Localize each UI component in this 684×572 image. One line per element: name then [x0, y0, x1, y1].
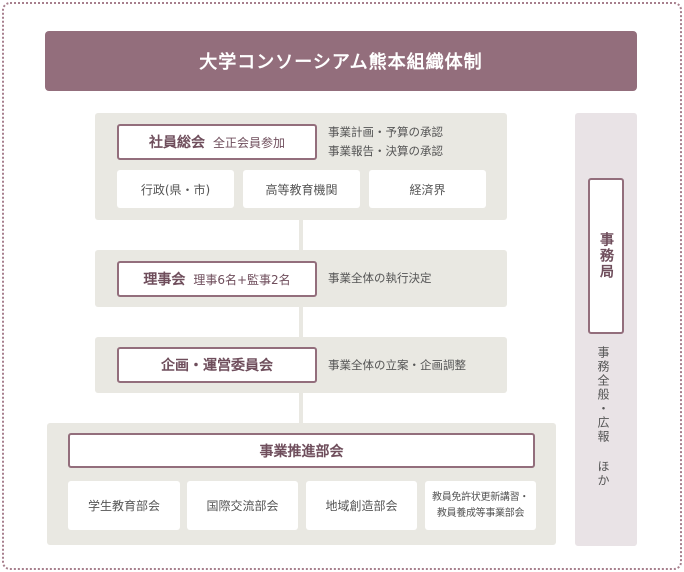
divisions-label: 事業推進部会: [68, 433, 535, 468]
title-text: 大学コンソーシアム熊本組織体制: [199, 52, 483, 73]
secretariat-desc: 事務全般・広報 ほか: [596, 346, 610, 488]
secretariat-name: 事務局: [598, 232, 614, 280]
board-name: 理事会: [143, 272, 186, 288]
board-desc: 事業全体の執行決定: [328, 271, 432, 285]
board-note: 理事6名+監事2名: [193, 272, 291, 287]
steering-desc: 事業全体の立案・企画調整: [328, 358, 466, 372]
division-label-line2: 教員養成等事業部会: [436, 507, 525, 519]
board-label: 理事会 理事6名+監事2名: [117, 261, 317, 297]
general-meeting-label: 社員総会 全正会員参加: [117, 124, 317, 160]
connector-line: [299, 393, 303, 423]
connector-line: [299, 220, 303, 250]
general-meeting-note: 全正会員参加: [212, 135, 285, 150]
general-meeting-name: 社員総会: [148, 135, 205, 151]
member-box-government: 行政(県・市): [117, 170, 234, 208]
secretariat-label: 事務局: [588, 178, 624, 334]
member-label: 経済界: [409, 182, 446, 197]
division-label: 学生教育部会: [87, 499, 160, 513]
org-chart-title: 大学コンソーシアム熊本組織体制: [45, 31, 637, 91]
member-label: 行政(県・市): [140, 182, 211, 197]
division-regional-creation: 地域創造部会: [306, 481, 417, 530]
division-student-education: 学生教育部会: [68, 481, 180, 530]
member-box-higher-education: 高等教育機関: [243, 170, 360, 208]
member-label: 高等教育機関: [265, 182, 338, 197]
steering-label: 企画・運営委員会: [117, 347, 317, 383]
connector-line: [299, 307, 303, 337]
division-label: 地域創造部会: [325, 499, 398, 513]
division-label: 国際交流部会: [206, 499, 279, 513]
desc-line: 事業計画・予算の承認: [328, 125, 443, 139]
steering-name: 企画・運営委員会: [161, 358, 273, 374]
division-teacher-training: 教員免許状更新講習・ 教員養成等事業部会: [425, 481, 536, 530]
desc-line: 事業報告・決算の承認: [328, 144, 443, 158]
division-international-exchange: 国際交流部会: [187, 481, 298, 530]
member-box-business: 経済界: [369, 170, 486, 208]
divisions-name: 事業推進部会: [259, 443, 344, 460]
division-label-line1: 教員免許状更新講習・: [432, 491, 529, 503]
general-meeting-desc: 事業計画・予算の承認 事業報告・決算の承認: [328, 123, 443, 161]
